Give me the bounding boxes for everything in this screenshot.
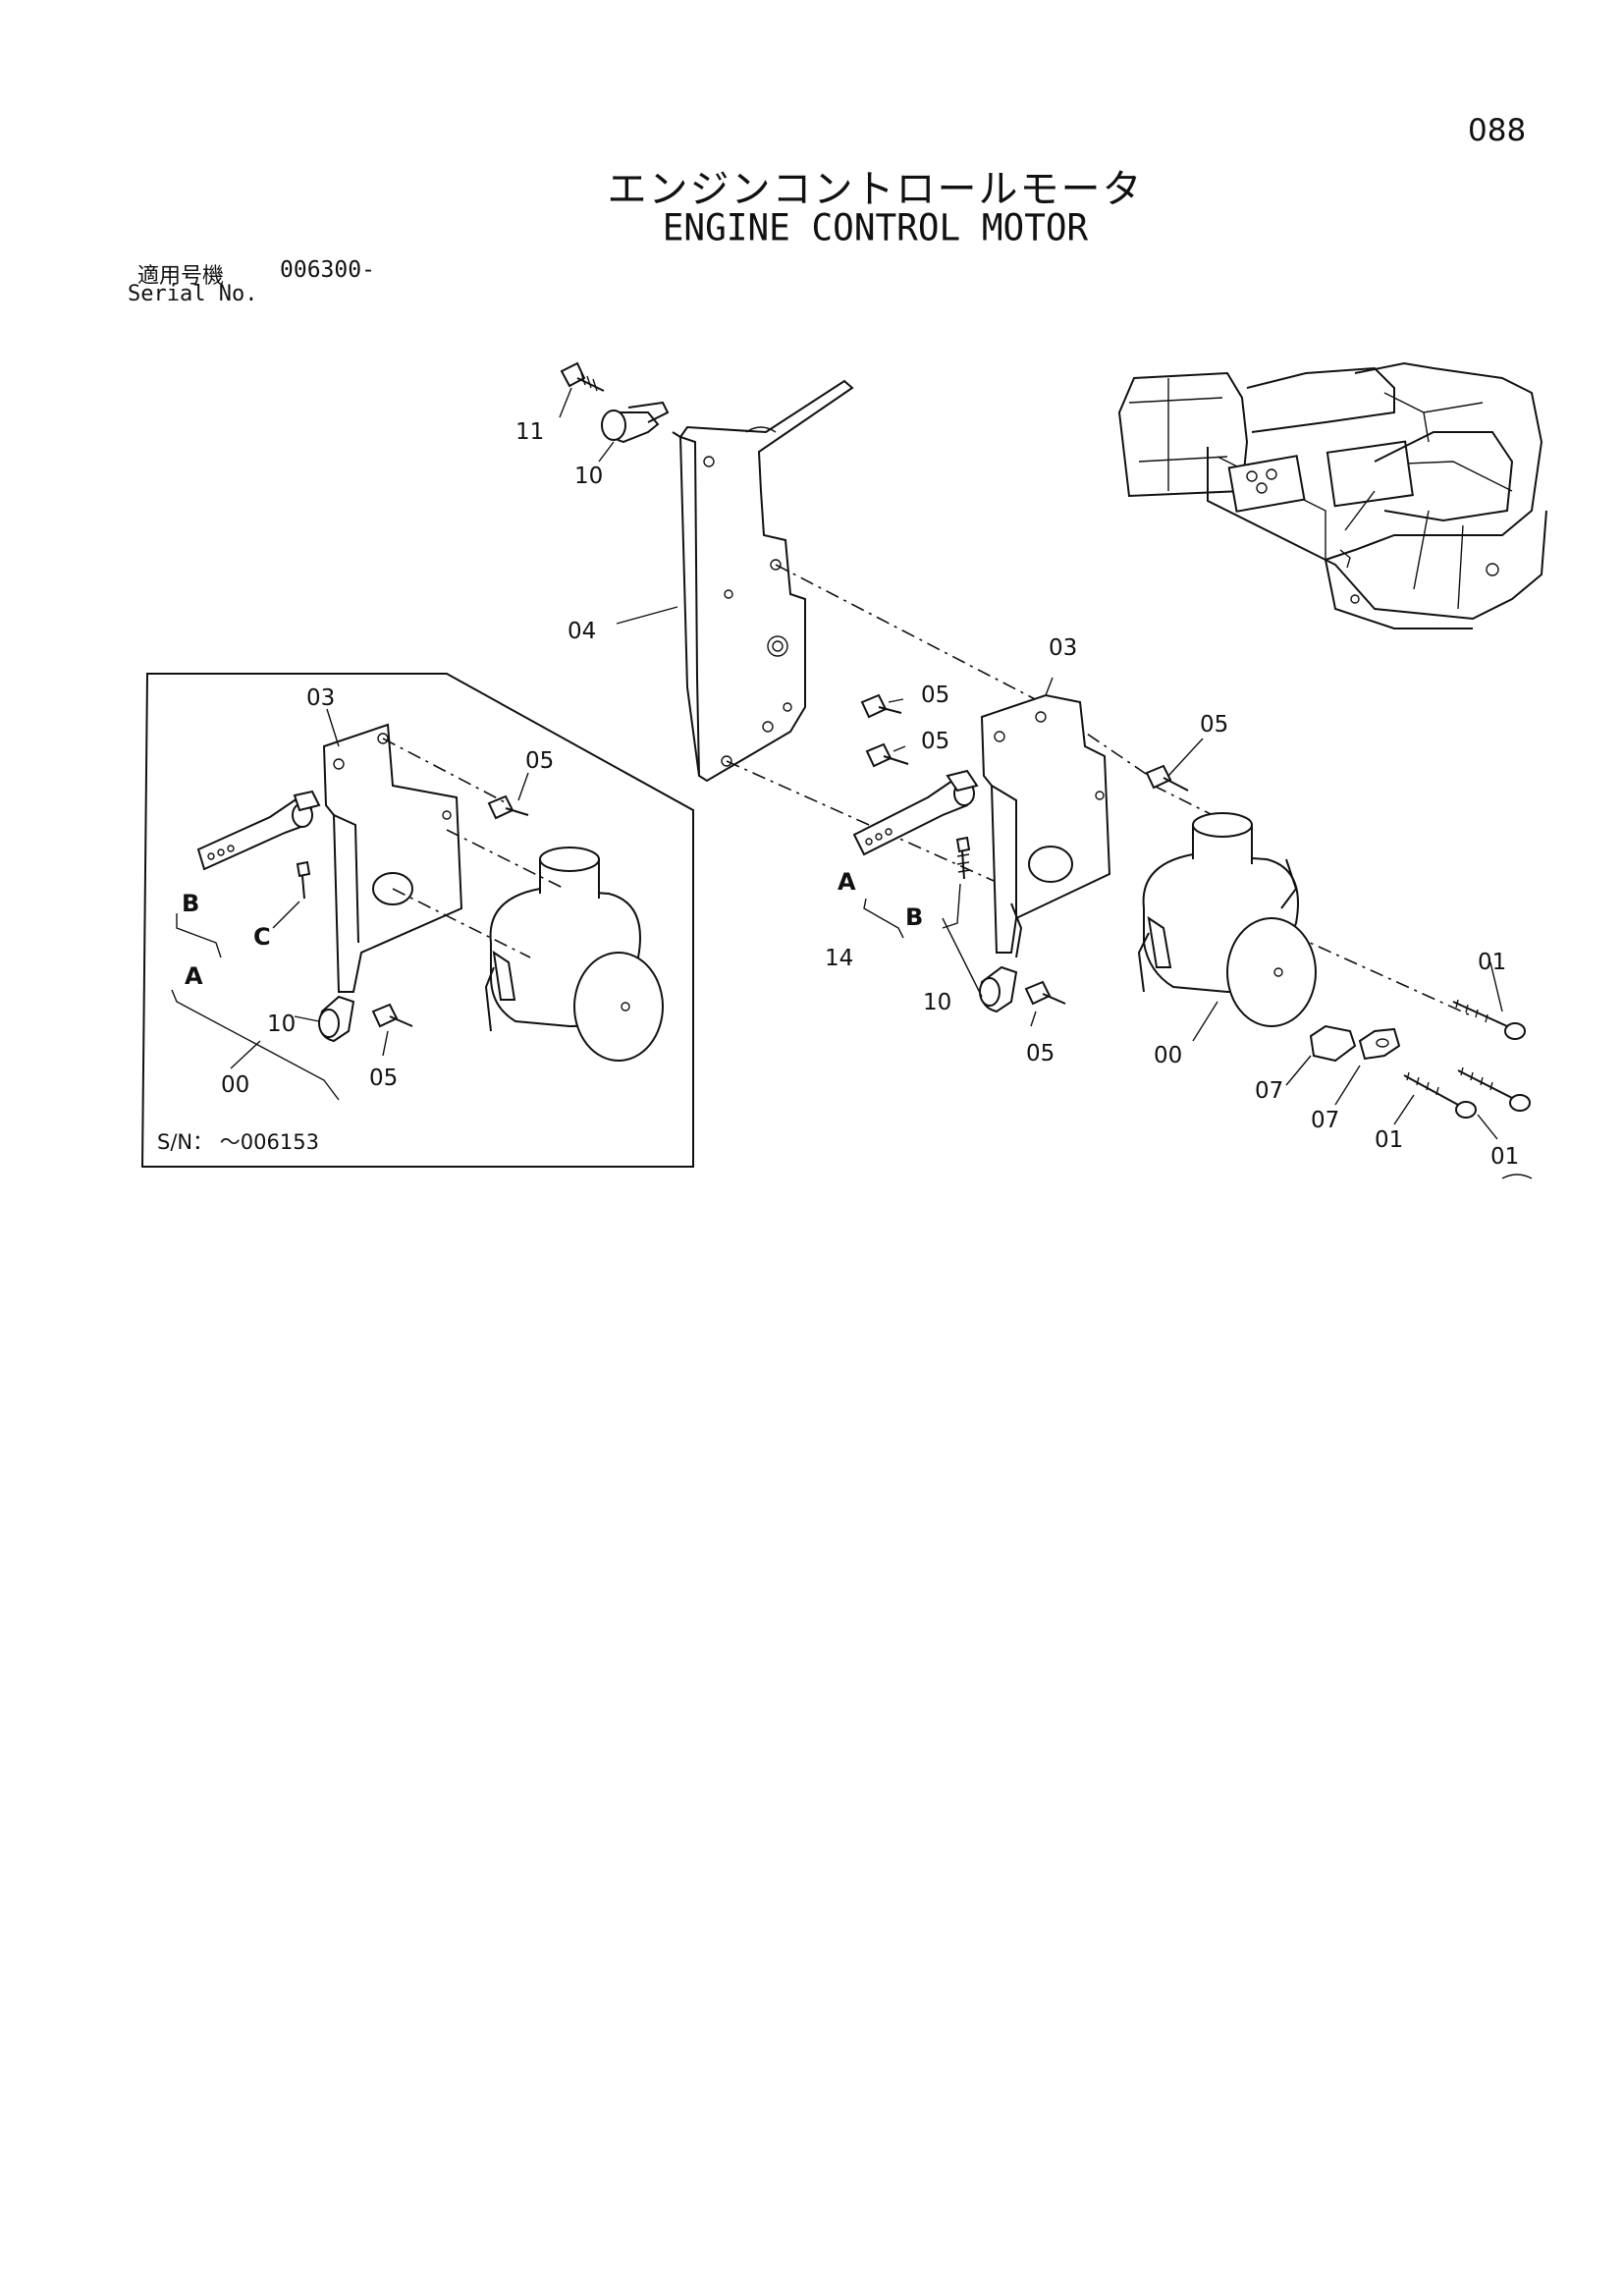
stay-part-07-b [1358, 1027, 1401, 1061]
callout-01-a: 01 [1478, 950, 1506, 975]
callout-01-c: 01 [1490, 1144, 1519, 1170]
page-number: 088 [1468, 113, 1527, 148]
bolt-part-05-b [865, 742, 909, 768]
inset-panel [140, 673, 694, 1168]
stay-part-07-a [1309, 1024, 1357, 1063]
callout-07-a: 07 [1255, 1078, 1283, 1104]
callout-a-main: A [838, 868, 856, 896]
callout-11: 11 [515, 419, 544, 445]
callout-labels: 11 10 04 03 05 05 05 A B 14 10 05 00 07 … [157, 419, 1519, 1170]
screw-part-01-b [1403, 1071, 1477, 1119]
bolt-part-05-d [1024, 980, 1066, 1006]
bracket-part-03-main [980, 693, 1111, 958]
callout-03-inset: 03 [306, 685, 335, 711]
serial-label-english: Serial No. [128, 282, 258, 306]
callout-00-main: 00 [1154, 1043, 1182, 1068]
screw-part-01-c [1457, 1066, 1531, 1112]
bracket-part-04 [672, 379, 854, 783]
callout-05-d: 05 [1026, 1041, 1055, 1066]
callout-05-inset-bottom: 05 [369, 1066, 398, 1091]
callout-a-inset: A [185, 962, 203, 990]
title-japanese: エンジンコントロールモータ [607, 167, 1144, 212]
inset-serial-note: S/N： ～006153 [157, 1130, 319, 1154]
bolt-part-05-a [860, 693, 902, 719]
lever-part-14 [852, 769, 979, 856]
callout-05-b: 05 [921, 729, 949, 754]
callout-05-inset-top: 05 [525, 748, 554, 774]
bolt-part-05-c [1145, 764, 1189, 792]
callout-04: 04 [568, 619, 596, 644]
serial-label-japanese: 適用号機 [137, 264, 225, 289]
callout-c-inset: C [253, 923, 271, 951]
clamp-part-10-top [601, 401, 670, 444]
callout-05-c: 05 [1200, 712, 1228, 738]
callout-b-main: B [905, 903, 923, 931]
excavator-overview-icon [1117, 361, 1547, 629]
callout-14: 14 [825, 946, 853, 971]
bolt-part-11 [560, 361, 605, 392]
callout-b-inset: B [182, 890, 199, 917]
callout-10-top: 10 [574, 464, 603, 489]
title-english: ENGINE CONTROL MOTOR [662, 206, 1089, 250]
screw-b-main [955, 836, 971, 880]
serial-number-range: 006300- [280, 257, 375, 283]
callout-00-inset: 00 [221, 1072, 249, 1098]
callout-05-a: 05 [921, 683, 949, 708]
callout-03-main: 03 [1049, 635, 1077, 661]
callout-07-b: 07 [1311, 1108, 1339, 1133]
callout-10-main: 10 [923, 990, 951, 1015]
clamp-part-10-main [979, 965, 1018, 1013]
callout-10-inset: 10 [267, 1011, 296, 1037]
screw-part-01-a [1452, 999, 1526, 1040]
callout-01-b: 01 [1375, 1127, 1403, 1153]
motor-part-00-main [1137, 812, 1317, 1027]
